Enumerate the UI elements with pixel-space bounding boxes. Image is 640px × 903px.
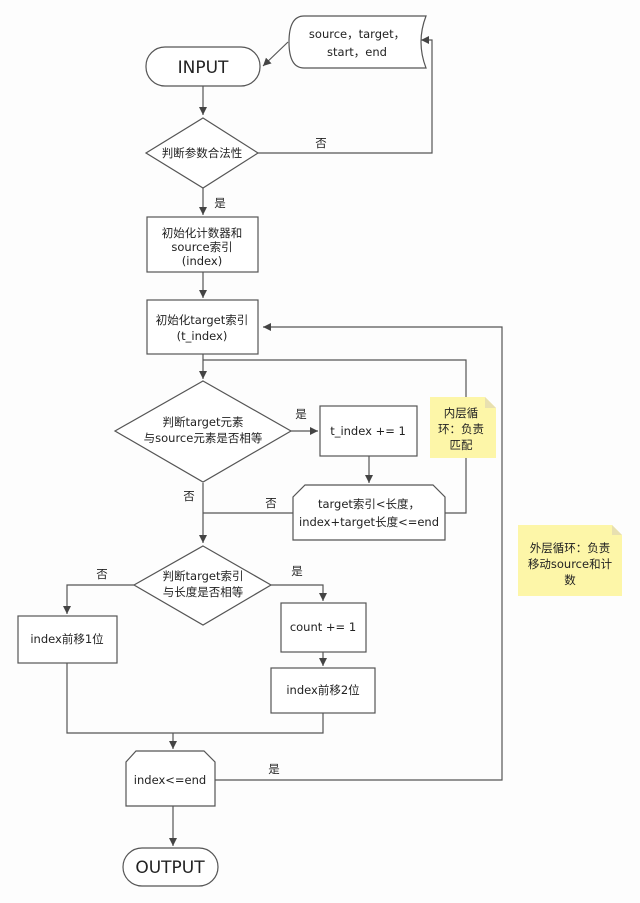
edge-label-length-yes: 是: [291, 564, 303, 578]
edge-label-outer-yes: 是: [268, 762, 280, 776]
input-label: INPUT: [178, 58, 229, 78]
edge-length-no: [63, 584, 134, 614]
edge-label-compare-yes: 是: [295, 407, 307, 421]
t-index-inc-node[interactable]: t_index += 1: [319, 405, 418, 457]
index-move-1-label: index前移1位: [30, 632, 103, 646]
check-params-label: 判断参数合法性: [162, 146, 243, 160]
outer-loop-label: index<=end: [134, 773, 206, 787]
init-counter-line2: source索引: [171, 240, 232, 254]
inner-loop-node[interactable]: target索引<长度， index+target长度<=end: [292, 484, 446, 541]
source-data-line1: source，target，: [309, 27, 405, 41]
edge-length-yes: [271, 584, 327, 601]
source-data-line2: start，end: [327, 45, 387, 59]
t-index-inc-label: t_index += 1: [330, 424, 406, 438]
init-counter-node[interactable]: 初始化计数器和 source索引 (index): [146, 216, 259, 273]
compare-elements-node[interactable]: 判断target元素 与source元素是否相等: [113, 380, 293, 483]
check-length-line1: 判断target索引: [163, 569, 244, 583]
inner-note-line3: 匹配: [450, 438, 473, 452]
init-counter-line1: 初始化计数器和: [162, 226, 243, 240]
check-length-line2: 与长度是否相等: [163, 585, 244, 599]
edge-label-length-no: 否: [96, 567, 108, 581]
outer-note-line3: 数: [564, 573, 576, 587]
edge-outer-loop-back: [215, 323, 503, 781]
edge-check-no: [258, 36, 433, 154]
edge-label-params-no: 否: [315, 136, 327, 150]
compare-elements-line2: 与source元素是否相等: [144, 431, 263, 445]
inner-note-line2: 环：负责: [438, 422, 484, 436]
count-inc-label: count += 1: [290, 620, 356, 634]
output-node[interactable]: OUTPUT: [122, 847, 219, 887]
inner-loop-note[interactable]: 内层循 环：负责 匹配: [430, 397, 496, 458]
inner-loop-line1: target索引<长度，: [318, 497, 420, 511]
init-target-node[interactable]: 初始化target索引 (t_index): [146, 299, 259, 355]
index-move-2-node[interactable]: index前移2位: [270, 667, 376, 714]
edge-move1-merge: [66, 663, 173, 734]
edge-label-compare-no: 否: [183, 489, 195, 503]
index-move-2-label: index前移2位: [286, 683, 359, 697]
outer-loop-node[interactable]: index<=end: [125, 750, 216, 807]
init-counter-line3: (index): [182, 254, 222, 268]
edge-label-inner-no: 否: [265, 496, 277, 510]
init-target-line1: 初始化target索引: [156, 313, 248, 327]
edge-label-params-yes: 是: [214, 196, 226, 210]
output-label: OUTPUT: [135, 858, 205, 878]
input-node[interactable]: INPUT: [145, 46, 261, 87]
outer-note-line1: 外层循环：负责: [530, 541, 611, 555]
source-data-node[interactable]: source，target， start，end: [288, 15, 427, 69]
inner-note-line1: 内层循: [444, 406, 479, 420]
check-length-node[interactable]: 判断target索引 与长度是否相等: [132, 545, 273, 626]
count-inc-node[interactable]: count += 1: [280, 602, 367, 653]
inner-loop-line2: index+target长度<=end: [299, 515, 439, 529]
outer-loop-note[interactable]: 外层循环：负责 移动source和计 数: [518, 525, 622, 596]
index-move-1-node[interactable]: index前移1位: [17, 615, 118, 664]
compare-elements-line1: 判断target元素: [163, 415, 244, 429]
init-target-line2: (t_index): [177, 329, 228, 343]
edge-data-to-input: [262, 41, 289, 67]
outer-note-line2: 移动source和计: [528, 557, 613, 571]
check-params-node[interactable]: 判断参数合法性: [144, 117, 260, 189]
edge-move2-merge: [173, 713, 324, 734]
